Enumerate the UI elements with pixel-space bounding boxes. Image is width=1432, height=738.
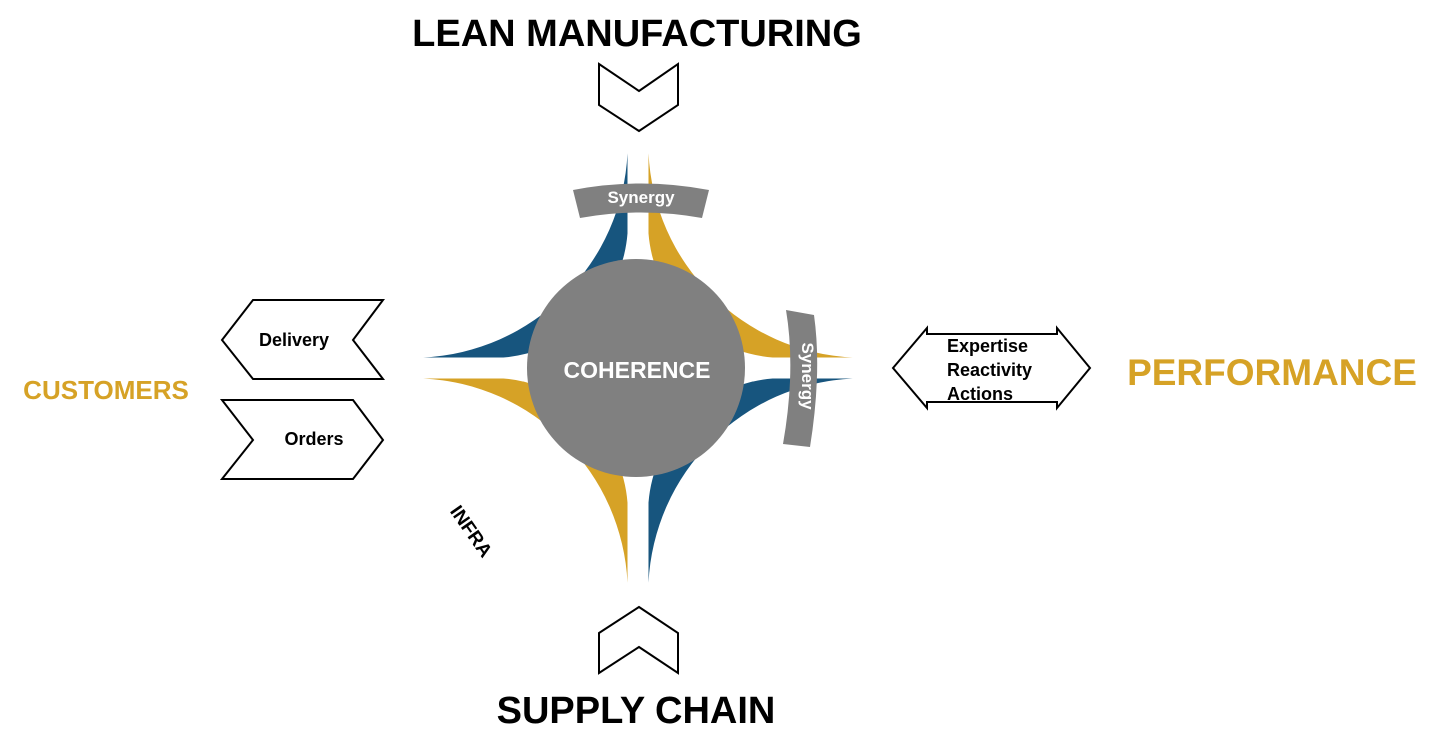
delivery-arrow xyxy=(220,299,386,380)
lean-manufacturing-title: LEAN MANUFACTURING xyxy=(412,13,862,55)
delivery-label: Delivery xyxy=(259,330,329,350)
synergy-label-top: Synergy xyxy=(607,188,675,207)
customers-label: CUSTOMERS xyxy=(23,375,189,405)
process-label: PROCESS xyxy=(471,441,564,536)
orga-label: ORGA xyxy=(732,459,796,524)
supply-chain-title: SUPPLY CHAIN xyxy=(497,690,776,732)
orders-arrow xyxy=(219,399,385,480)
performance-double-arrow xyxy=(891,325,1092,411)
synergy-band-right xyxy=(783,310,818,447)
product-label: PRODUCT xyxy=(471,201,566,298)
resource-label: RESOURCE xyxy=(722,190,824,301)
supply-up-chevron-icon xyxy=(598,605,679,675)
lean-down-chevron-icon xyxy=(598,62,679,133)
orders-label: Orders xyxy=(284,429,343,449)
performance-label: PERFORMANCE xyxy=(1127,352,1417,393)
reactivity-label: Reactivity xyxy=(947,360,1032,380)
infra-label: INFRA xyxy=(445,502,496,562)
expertise-label: Expertise xyxy=(947,336,1028,356)
synergy-label-right: Synergy xyxy=(798,342,817,410)
synergy-band-top xyxy=(573,183,709,218)
coherence-circle xyxy=(527,259,745,477)
actions-label: Actions xyxy=(947,384,1013,404)
coherence-label: COHERENCE xyxy=(564,357,711,383)
